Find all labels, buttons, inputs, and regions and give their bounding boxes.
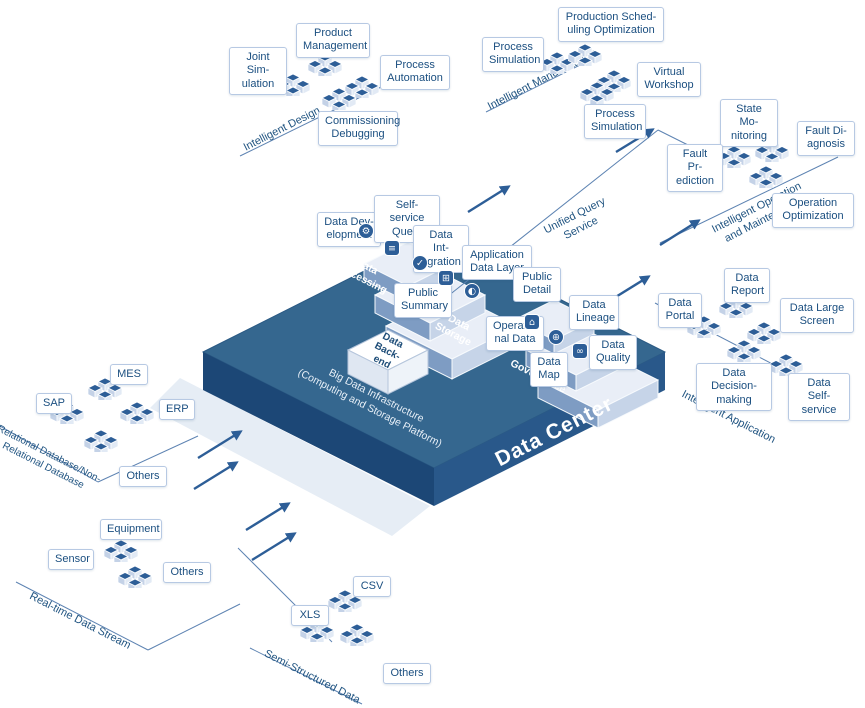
cubes-icon bbox=[120, 402, 154, 424]
node-data-quality: Data Quality bbox=[589, 335, 637, 370]
node-operation-optimization: Operation Optimization bbox=[772, 193, 854, 228]
node-public-detail: Public Detail bbox=[513, 267, 561, 302]
node-csv: CSV bbox=[353, 576, 391, 598]
flow-arrow bbox=[615, 128, 655, 154]
node-process-simulation-2: Process Simulation bbox=[584, 104, 646, 139]
node-data-large-screen: Data Large Screen bbox=[780, 298, 854, 333]
node-data-portal: Data Portal bbox=[658, 293, 702, 328]
node-fault-prediction: Fault Pr- ediction bbox=[667, 144, 723, 193]
node-sap: SAP bbox=[36, 393, 72, 415]
node-production-scheduling-optimization: Production Sched- uling Optimization bbox=[558, 7, 664, 42]
node-sensor: Sensor bbox=[48, 549, 94, 571]
node-virtual-workshop: Virtual Workshop bbox=[637, 62, 701, 97]
cubes-icon bbox=[118, 566, 152, 588]
gear-icon: ⚙ bbox=[358, 223, 374, 239]
node-xls: XLS bbox=[291, 605, 329, 627]
node-fault-diagnosis: Fault Di- agnosis bbox=[797, 121, 855, 156]
node-product-management: Product Management bbox=[296, 23, 370, 58]
node-others-relational: Others bbox=[119, 466, 167, 488]
cubes-icon bbox=[749, 166, 783, 188]
node-data-report: Data Report bbox=[724, 268, 770, 303]
node-equipment: Equipment bbox=[100, 519, 162, 541]
check-icon: ✓ bbox=[412, 255, 428, 271]
list-icon: ≡ bbox=[384, 240, 400, 256]
flow-arrow bbox=[193, 461, 239, 491]
node-data-lineage: Data Lineage bbox=[569, 295, 619, 330]
grid-icon: ⊞ bbox=[438, 270, 454, 286]
flow-arrow bbox=[197, 430, 243, 460]
cubes-icon bbox=[568, 44, 602, 66]
plus-icon: ⊕ bbox=[548, 329, 564, 345]
cubes-icon bbox=[580, 82, 614, 104]
node-process-simulation-1: Process Simulation bbox=[482, 37, 544, 72]
node-data-map: Data Map bbox=[530, 352, 568, 387]
node-public-summary: Public Summary bbox=[394, 283, 452, 318]
flow-arrow bbox=[467, 185, 511, 214]
flow-arrow bbox=[659, 219, 701, 247]
flow-arrow bbox=[251, 532, 297, 562]
node-others-realtime: Others bbox=[163, 562, 211, 584]
node-data-self-service: Data Self- service bbox=[788, 373, 850, 422]
home-icon: ⌂ bbox=[524, 314, 540, 330]
cubes-icon bbox=[727, 340, 761, 362]
node-commissioning-debugging: Commissioning Debugging bbox=[318, 111, 400, 146]
cubes-icon bbox=[104, 540, 138, 562]
node-erp: ERP bbox=[159, 399, 195, 421]
node-state-monitoring: State Mo- nitoring bbox=[720, 99, 778, 148]
platform-shadow bbox=[150, 378, 430, 536]
cubes-icon bbox=[340, 624, 374, 646]
infinity-icon: ∞ bbox=[572, 343, 588, 359]
node-others-semi: Others bbox=[383, 663, 431, 685]
cubes-icon bbox=[84, 430, 118, 452]
cubes-icon bbox=[322, 88, 356, 110]
backend-cube bbox=[346, 329, 430, 395]
contrast-icon: ◐ bbox=[464, 283, 480, 299]
node-data-decision-making: Data Decision- making bbox=[696, 363, 772, 412]
node-process-automation: Process Automation bbox=[380, 55, 450, 90]
flow-arrow bbox=[245, 502, 291, 532]
node-mes: MES bbox=[110, 364, 148, 386]
node-self-service-query: Self-service Query bbox=[374, 195, 440, 244]
node-joint-simulation: Joint Sim- ulation bbox=[229, 47, 287, 96]
